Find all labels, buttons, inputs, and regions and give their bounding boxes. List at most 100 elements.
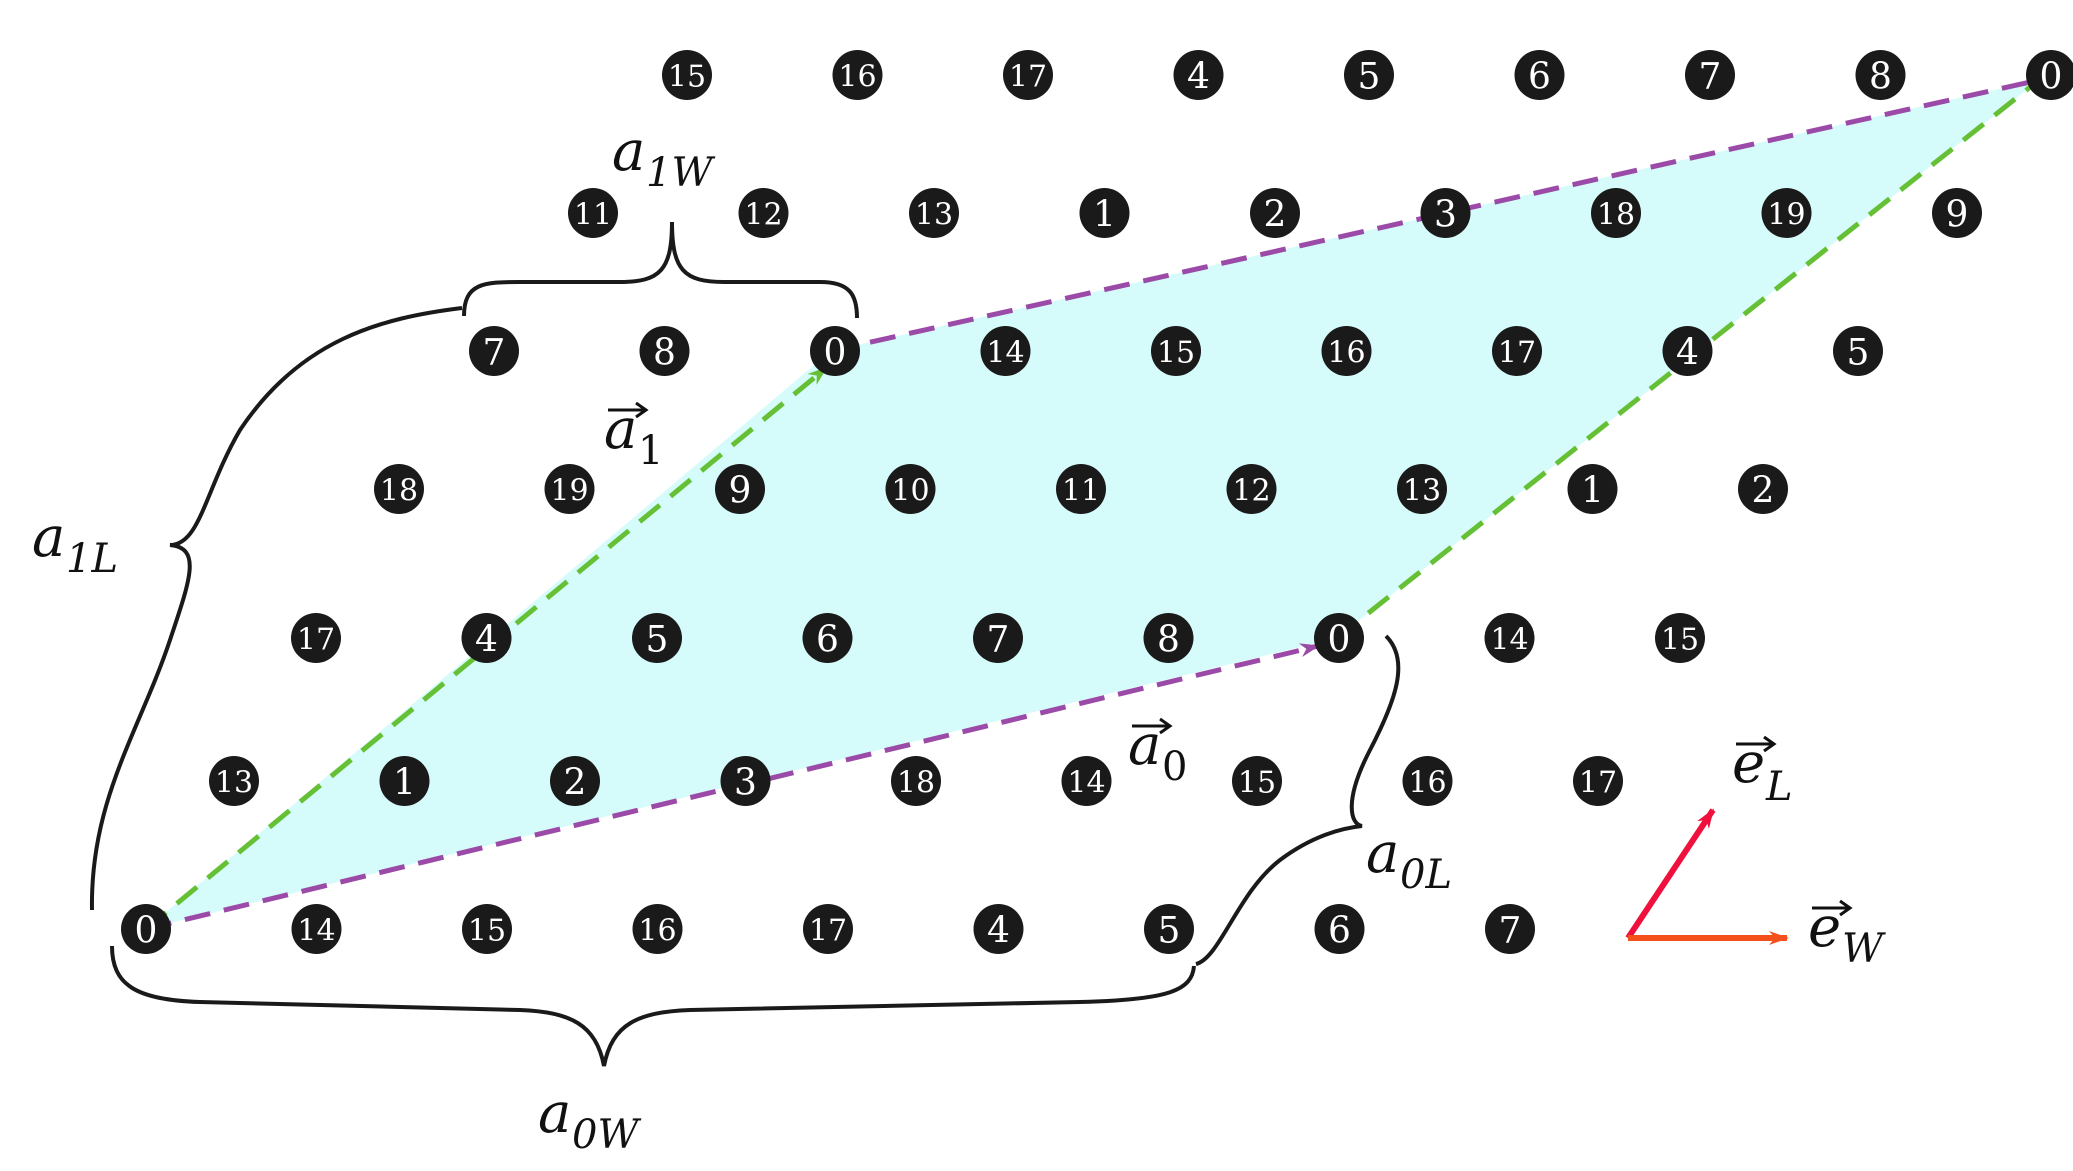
lattice-node: 13	[1397, 464, 1447, 514]
lattice-node-label: 14	[297, 914, 335, 949]
lattice-node: 16	[1321, 326, 1372, 376]
lattice-node-disc	[1484, 613, 1535, 663]
lattice-node: 0	[810, 326, 860, 376]
lattice-node-label: 9	[729, 471, 752, 512]
lattice-node-label: 15	[1157, 336, 1195, 371]
lattice-node: 19	[1761, 188, 1812, 238]
vector-accent-icon	[1132, 717, 1173, 735]
lattice-node-disc	[291, 613, 341, 663]
lattice-node-disc	[1173, 50, 1224, 100]
lattice-node-disc	[374, 464, 424, 514]
lattice-node-label: 2	[1264, 195, 1287, 236]
label-a0L-sub: 0L	[1400, 852, 1452, 898]
lattice-node-disc	[1061, 756, 1112, 806]
lattice-node: 15	[1655, 613, 1705, 663]
lattice-node-disc	[738, 188, 789, 238]
lattice-node: 9	[1932, 188, 1982, 238]
lattice-node: 1	[1079, 188, 1130, 238]
lattice-node-disc	[291, 904, 342, 954]
lattice-node: 17	[291, 613, 341, 663]
lattice-node-label: 14	[1490, 623, 1528, 658]
lattice-node-label: 8	[1869, 57, 1892, 98]
lattice-node: 14	[291, 904, 342, 954]
lattice-node-label: 11	[1062, 474, 1100, 509]
label-vec-a0: a 0	[1128, 713, 1187, 790]
label-a1L-sub: 1L	[66, 536, 118, 582]
lattice-node: 11	[1056, 464, 1106, 514]
lattice-node-disc	[639, 326, 690, 376]
lattice-node-disc	[461, 613, 512, 663]
lattice-node-label: 17	[809, 914, 847, 949]
lattice-node: 5	[1144, 904, 1194, 954]
lattice-node: 7	[973, 613, 1023, 663]
lattice-node-disc	[973, 613, 1023, 663]
lattice-node: 18	[891, 756, 941, 806]
vector-eL	[1625, 808, 1716, 940]
lattice-node-label: 15	[1238, 766, 1276, 801]
lattice-node: 4	[1173, 50, 1224, 100]
lattice-node-disc	[1143, 613, 1194, 663]
lattice-node: 5	[1344, 50, 1394, 100]
lattice-node-disc	[802, 613, 853, 663]
lattice-node-disc	[1250, 188, 1300, 238]
lattice-node-disc	[1232, 756, 1282, 806]
label-vec-a1-base: a	[604, 397, 637, 462]
lattice-node-disc	[1314, 904, 1365, 954]
lattice-node-disc	[1151, 326, 1201, 376]
lattice-node: 9	[715, 464, 765, 514]
lattice-node-disc	[1662, 326, 1713, 376]
label-vec-eL-base: e	[1732, 731, 1765, 796]
lattice-node-label: 13	[1403, 474, 1441, 509]
lattice-node: 5	[632, 613, 682, 663]
label-vec-a1-sub: 1	[638, 428, 663, 474]
lattice-node: 1	[379, 756, 430, 806]
lattice-node-label: 15	[668, 60, 706, 95]
lattice-node: 0	[121, 904, 171, 954]
lattice-node-label: 8	[653, 333, 676, 374]
lattice-node-label: 4	[1676, 333, 1699, 374]
label-vec-eW-base: e	[1808, 895, 1841, 960]
lattice-node: 2	[1250, 188, 1300, 238]
lattice-node-label: 13	[215, 766, 253, 801]
lattice-node-label: 3	[734, 763, 757, 804]
vector-accent-icon	[1812, 899, 1853, 917]
lattice-node-disc	[803, 904, 853, 954]
lattice-node-label: 7	[987, 620, 1010, 661]
lattice-node: 16	[832, 50, 883, 100]
lattice-node: 13	[909, 188, 959, 238]
lattice-node: 13	[209, 756, 259, 806]
lattice-node-label: 17	[1579, 766, 1617, 801]
lattice-node: 18	[374, 464, 424, 514]
lattice-node: 15	[662, 50, 712, 100]
lattice-node-disc	[720, 756, 771, 806]
lattice-node-label: 9	[1946, 195, 1969, 236]
lattice-node-label: 15	[468, 914, 506, 949]
vector-accent-icon	[608, 401, 649, 419]
lattice-node-disc	[1685, 50, 1735, 100]
lattice-node-label: 16	[838, 60, 876, 95]
lattice-node-label: 1	[393, 763, 416, 804]
lattice-node-label: 0	[824, 333, 847, 374]
lattice-node: 4	[973, 904, 1024, 954]
lattice-node-label: 0	[135, 911, 158, 952]
label-a0L: a 0L	[1366, 821, 1452, 898]
lattice-node-label: 12	[1232, 474, 1270, 509]
lattice-node-label: 1	[1581, 471, 1604, 512]
lattice-node: 15	[462, 904, 512, 954]
lattice-node: 8	[1855, 50, 1906, 100]
lattice-node-label: 18	[1597, 198, 1635, 233]
lattice-node-label: 19	[550, 474, 588, 509]
lattice-node: 12	[738, 188, 789, 238]
vector-accent-icon	[1736, 735, 1777, 753]
lattice-node: 7	[1685, 50, 1735, 100]
lattice-node: 2	[550, 756, 600, 806]
lattice-node-label: 7	[483, 333, 506, 374]
lattice-node-label: 6	[1328, 911, 1351, 952]
lattice-node: 6	[1514, 50, 1565, 100]
lattice-node-disc	[1761, 188, 1812, 238]
label-vec-eW: e W	[1808, 895, 1886, 972]
lattice-node: 7	[469, 326, 519, 376]
lattice-node-disc	[550, 756, 600, 806]
lattice-node-label: 0	[1328, 620, 1351, 661]
